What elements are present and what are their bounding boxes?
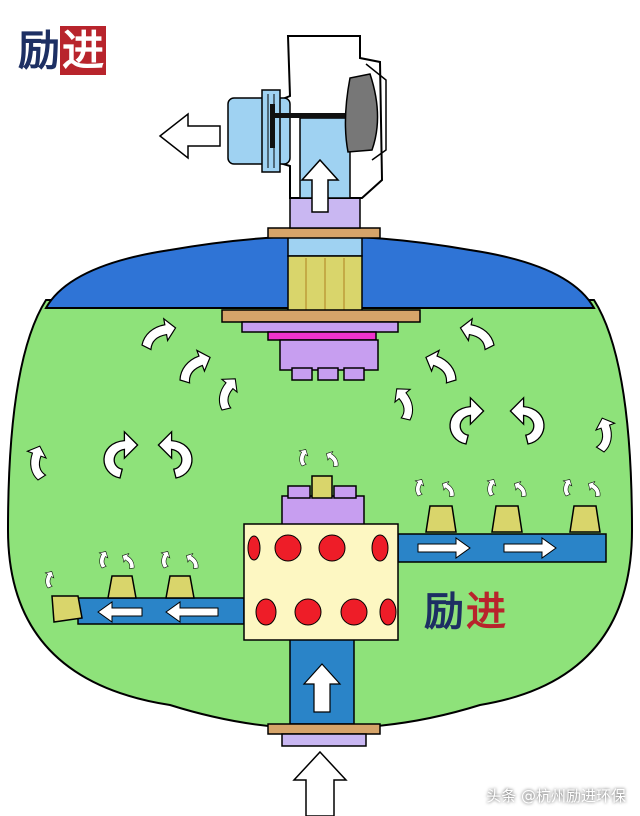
valve-disc — [344, 73, 379, 153]
swirl-arrow-icon — [449, 396, 485, 445]
curved-arrow-icon — [98, 551, 109, 569]
central-chamber-top — [281, 495, 365, 527]
curved-arrow-icon — [442, 481, 455, 497]
swirl-arrow-icon — [157, 430, 193, 479]
curved-arrow-icon — [514, 481, 527, 497]
valve-spindle — [272, 113, 350, 118]
curved-arrow-icon — [160, 551, 171, 569]
logo-top: 励进 — [18, 26, 107, 75]
arrow-left-icon — [158, 112, 221, 160]
top-collar — [287, 235, 363, 257]
bottom-collar — [281, 733, 367, 747]
inlet-arrow-icon — [292, 750, 348, 816]
curved-arrow-icon — [298, 449, 309, 467]
top-flange — [267, 227, 381, 239]
arrow-up-icon — [300, 158, 340, 213]
curved-arrow-icon — [141, 317, 177, 351]
curved-arrow-icon — [326, 451, 339, 467]
curved-arrow-icon — [218, 378, 238, 411]
logo-char-2: 进 — [60, 26, 107, 75]
curved-arrow-icon — [562, 479, 573, 497]
pipe-flow-arrows — [97, 537, 557, 623]
swirl-arrow-icon — [509, 396, 545, 445]
curved-arrow-icon — [594, 417, 617, 453]
watermark: 头条 @杭州励进环保 — [486, 787, 626, 805]
nozzles — [51, 505, 601, 623]
curved-arrow-icon — [414, 479, 425, 497]
bottom-flange — [267, 723, 381, 735]
swirl-arrow-icon — [103, 430, 139, 479]
diffuser-body — [279, 339, 379, 371]
logo-char-1: 励 — [18, 26, 61, 75]
logo-mid: 励进 — [424, 592, 508, 632]
diffuser-seal — [267, 331, 377, 341]
logo-char-1: 励 — [424, 588, 464, 635]
curved-arrow-icon — [588, 481, 601, 497]
curved-arrow-icon — [44, 571, 55, 589]
curved-arrow-icon — [122, 553, 135, 569]
diffuser-ring — [241, 321, 399, 333]
curved-arrow-icon — [179, 349, 211, 384]
curved-arrow-icon — [186, 553, 199, 569]
curved-arrow-icon — [486, 479, 497, 497]
curved-arrow-icon — [459, 317, 495, 351]
curved-arrow-icon — [394, 388, 414, 421]
inlet-up-arrow — [302, 663, 342, 713]
curved-arrow-icon — [425, 349, 457, 384]
flow-arrows — [25, 317, 617, 589]
diffuser-plate — [221, 309, 421, 323]
logo-char-2: 进 — [466, 588, 506, 635]
chamber-dots — [247, 534, 397, 626]
curved-arrow-icon — [25, 445, 48, 481]
